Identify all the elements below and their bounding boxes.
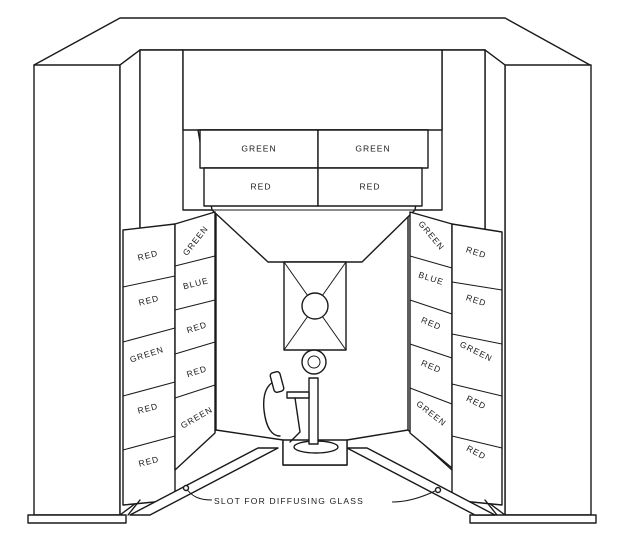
label-top-left-upper: GREEN [241, 143, 276, 153]
label-top-right-upper: GREEN [355, 143, 390, 153]
slot-marker-left [182, 484, 190, 492]
caption-leader-right [391, 489, 438, 503]
canopy-front [182, 49, 443, 131]
left-base [27, 514, 127, 524]
back-wall [283, 261, 347, 351]
left-outer-pillar [33, 64, 121, 516]
label-left-outer-4: RED [136, 401, 159, 416]
candlestick-telephone-icon [263, 349, 339, 454]
label-left-outer-5: RED [137, 454, 160, 469]
label-left-outer-1: RED [136, 248, 159, 263]
right-base [469, 514, 597, 524]
label-top-right-lower: RED [360, 181, 381, 191]
left-panel-grid [122, 211, 216, 506]
light-bulb-icon [301, 292, 329, 320]
panel-top-left-lower [203, 167, 319, 207]
label-top-left-lower: RED [251, 181, 272, 191]
receiver-icon [269, 371, 285, 393]
right-panel-grid [409, 211, 503, 506]
right-outer-pillar [504, 64, 592, 516]
floor [127, 429, 498, 516]
roof-outline [33, 17, 591, 66]
caption-diffusing-glass: SLOT FOR DIFFUSING GLASS [214, 496, 364, 506]
slot-marker-right [434, 486, 442, 494]
panel-top-right-lower [317, 167, 423, 207]
left-glass-slot [129, 447, 279, 516]
label-left-outer-2: RED [137, 293, 160, 308]
